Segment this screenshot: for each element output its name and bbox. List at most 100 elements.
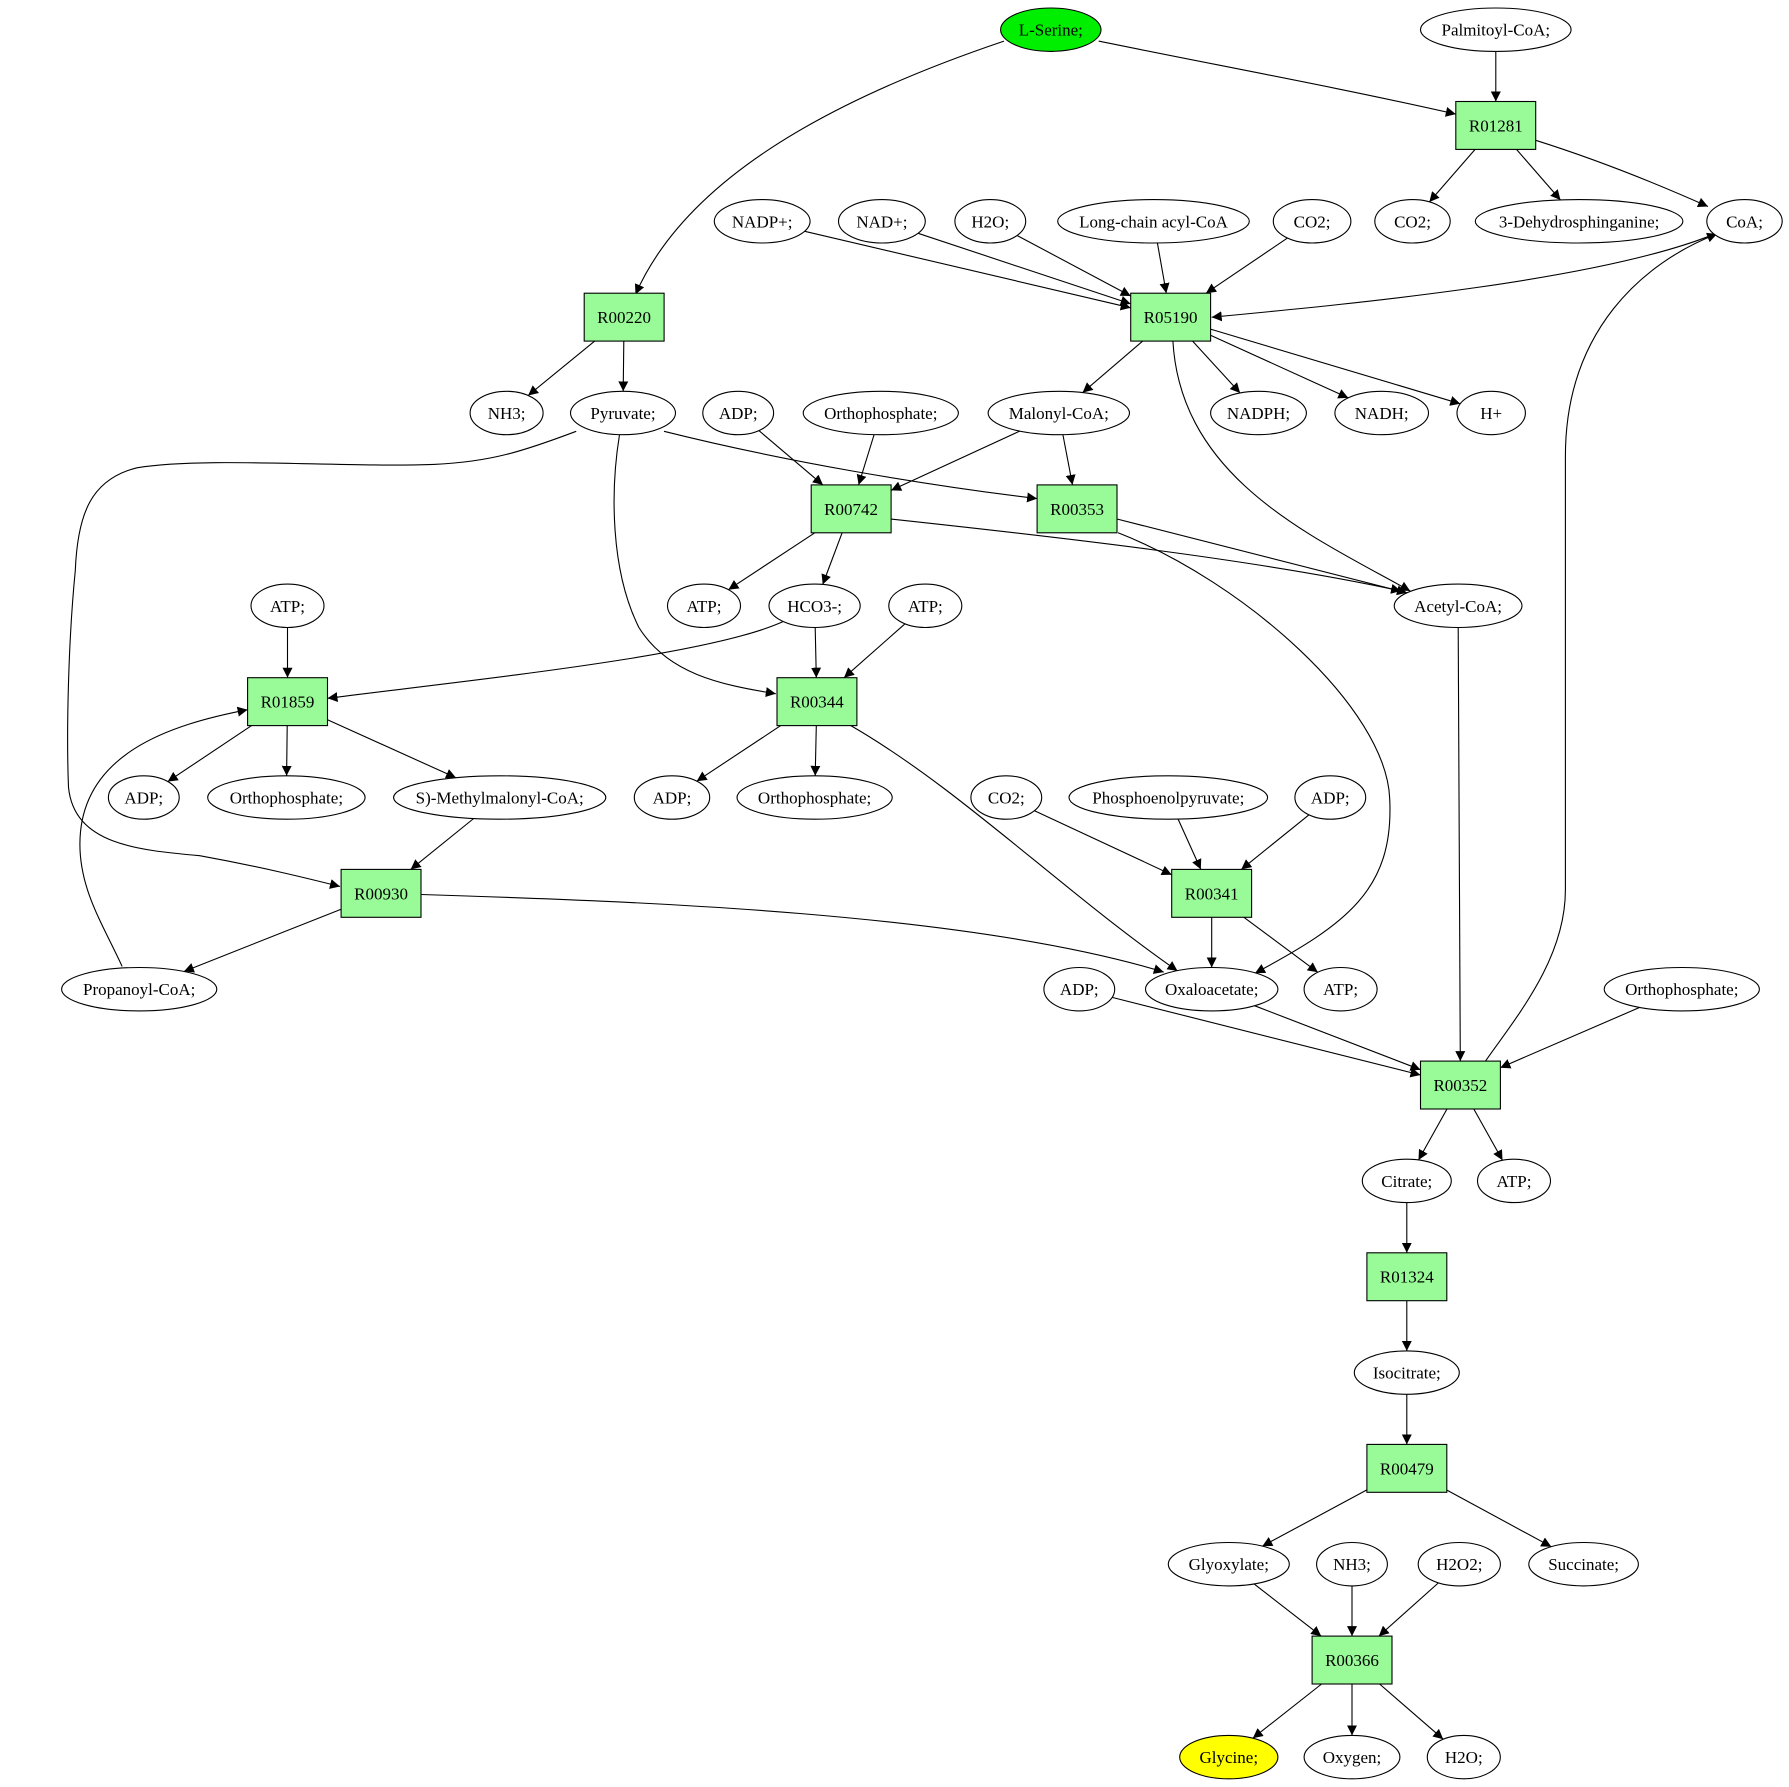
compound-ellipse (633, 775, 711, 820)
node-label: R00341 (1185, 884, 1239, 903)
compound-node-orthophosphate-c: Orthophosphate; (736, 775, 893, 820)
compound-node-long-chain-acyl-coa: Long-chain acyl-CoA (1057, 199, 1250, 244)
node-label: R00479 (1380, 1459, 1434, 1478)
compound-ellipse (207, 775, 366, 820)
compound-node-phosphoenolpyruvate: Phosphoenolpyruvate; (1068, 775, 1269, 820)
node-label: R01281 (1469, 117, 1523, 136)
compound-node-orthophosphate-b: Orthophosphate; (207, 775, 366, 820)
edge-r00930-to-propanoyl-coa (183, 908, 342, 973)
compound-ellipse (1068, 775, 1269, 820)
compound-ellipse (702, 390, 775, 436)
node-label: CO2; (1394, 212, 1431, 231)
reaction-box (1130, 292, 1212, 342)
node-label: H2O2; (1436, 1555, 1482, 1574)
compound-ellipse (1374, 199, 1451, 244)
edge-malonyl-coa-to-r00742 (890, 430, 1020, 491)
compound-ellipse (1316, 1541, 1388, 1587)
compound-ellipse (1393, 583, 1523, 629)
compound-ellipse (1294, 775, 1367, 820)
compound-node-glyoxylate: Glyoxylate; (1167, 1541, 1290, 1587)
compound-node-co2-c: CO2; (970, 775, 1043, 820)
node-label: CO2; (1294, 212, 1331, 231)
compound-ellipse (250, 583, 325, 629)
compound-node-nad: NAD+; (837, 199, 926, 244)
compound-node-hco3: HCO3-; (768, 583, 861, 629)
compound-node-h2o-b: H2O; (1426, 1734, 1501, 1780)
compound-ellipse (1334, 390, 1430, 436)
reaction-node-r00353: R00353 (1036, 484, 1118, 534)
edge-r05190-to-h- (1210, 328, 1461, 406)
edge-co2-c-to-r00341 (1034, 810, 1172, 876)
node-label: Orthophosphate; (758, 789, 871, 808)
compound-node-h: H+ (1456, 390, 1526, 436)
edge-pyruvate-to-r00353 (663, 430, 1038, 503)
edge-hco3--to-r00344 (811, 627, 822, 678)
edge-co2-b-to-r05190 (1205, 237, 1288, 294)
compound-ellipse (1419, 7, 1572, 52)
reaction-node-r00930: R00930 (340, 868, 422, 918)
compound-node-nadp: NADP+; (713, 199, 811, 244)
edge-malonyl-coa-to-r00353 (1062, 434, 1076, 486)
compound-node-nh3-a: NH3; (469, 390, 544, 436)
compound-node-adp-e: ADP; (1043, 966, 1116, 1012)
node-label: Succinate; (1548, 1555, 1619, 1574)
edge-r05190-to-nadh (1210, 334, 1349, 399)
compound-ellipse (393, 775, 607, 820)
edge-r01859-to-s-methylmalonyl-coa (327, 719, 457, 779)
node-label: Oxygen; (1323, 1748, 1382, 1767)
node-label: ATP; (687, 597, 722, 616)
node-label: R00353 (1050, 500, 1104, 519)
reaction-box (1036, 484, 1118, 534)
edge-r00220-to-nh3-a (527, 340, 596, 396)
compound-ellipse (1043, 966, 1116, 1012)
node-label: ADP; (653, 789, 692, 808)
edges (67, 40, 1718, 1740)
reaction-box (810, 484, 892, 534)
edge-r01859-to-adp-b (167, 725, 252, 783)
reaction-box (776, 677, 858, 727)
edge-l-serine-to-r00220 (634, 40, 1005, 295)
node-label: Glycine; (1200, 1748, 1259, 1767)
compound-node-h2o-a: H2O; (954, 199, 1027, 244)
edge-acetyl-coa-to-r00352 (1455, 627, 1466, 1062)
compound-ellipse (1144, 966, 1279, 1012)
edge-h2o2-to-r00366 (1378, 1582, 1439, 1637)
edge-nad--to-r05190 (917, 232, 1131, 306)
compound-node-palmitoyl-coa: Palmitoyl-CoA; (1419, 7, 1572, 52)
node-label: Palmitoyl-CoA; (1441, 21, 1550, 40)
compound-ellipse (1476, 1158, 1552, 1204)
compound-ellipse (736, 775, 893, 820)
edge-r00344-to-orthophosphate-c (810, 725, 821, 776)
compound-node-malonyl-coa: Malonyl-CoA; (987, 390, 1131, 436)
compound-node-atp-b: ATP; (250, 583, 325, 629)
edge-l-serine-to-r01281 (1098, 40, 1456, 117)
edge-hco3--to-r01859 (327, 621, 783, 702)
node-label: NADPH; (1227, 404, 1290, 423)
node-label: R00930 (354, 884, 408, 903)
node-label: ADP; (1060, 980, 1099, 999)
edge-long-chain-acyl-coa-to-r05190 (1156, 242, 1170, 294)
node-label: NH3; (1333, 1555, 1371, 1574)
compound-ellipse (802, 390, 959, 436)
edge-s-methylmalonyl-coa-to-r00930 (410, 818, 475, 870)
compound-ellipse (666, 583, 742, 629)
compound-ellipse (1000, 7, 1102, 52)
node-label: NADH; (1355, 404, 1409, 423)
compound-ellipse (61, 966, 218, 1012)
node-label: Orthophosphate; (1625, 980, 1738, 999)
reaction-box (1311, 1635, 1393, 1685)
nodes: L-Serine;Palmitoyl-CoA;R01281CO2;3-Dehyd… (61, 7, 1783, 1780)
node-label: R00366 (1325, 1651, 1379, 1670)
compound-node-atp-a: ATP; (666, 583, 742, 629)
reaction-box (340, 868, 422, 918)
node-label: ATP; (1323, 980, 1358, 999)
edge-coa-to-r05190 (1211, 235, 1710, 322)
compound-ellipse (1210, 390, 1307, 436)
edge-phosphoenolpyruvate-to-r00341 (1177, 818, 1202, 870)
node-label: HCO3-; (787, 597, 842, 616)
compound-node-oxygen: Oxygen; (1303, 1734, 1401, 1780)
compound-ellipse (1361, 1158, 1452, 1204)
compound-node-co2-a: CO2; (1374, 199, 1451, 244)
reaction-box (583, 292, 665, 342)
